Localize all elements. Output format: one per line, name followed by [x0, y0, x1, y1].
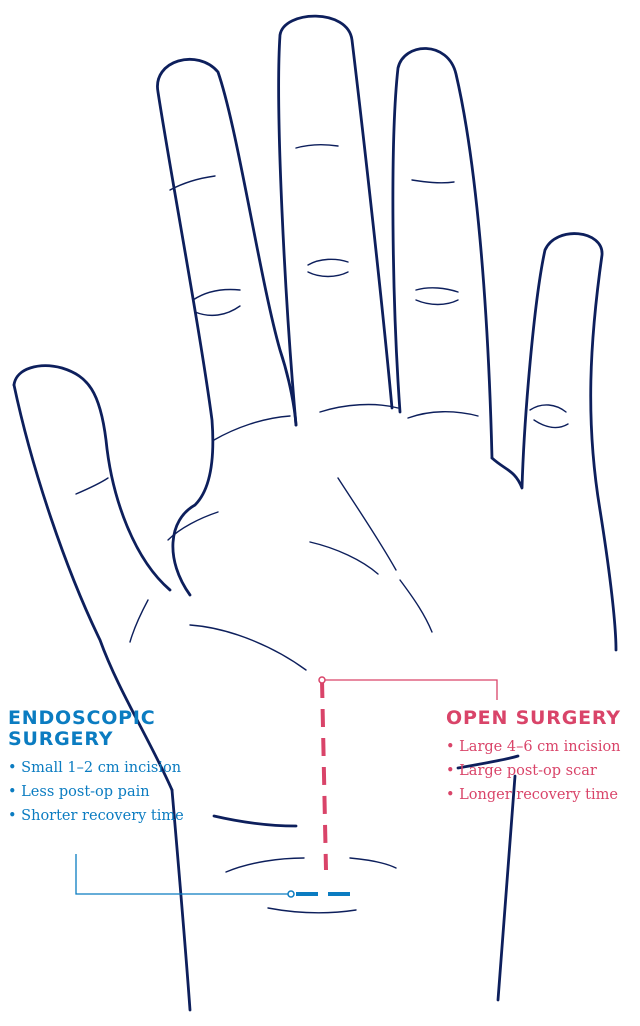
open-incision: [322, 680, 326, 870]
open-incision-marker: [319, 677, 325, 683]
little-finger-outline: [492, 234, 616, 650]
ring-finger-outline: [393, 48, 492, 458]
list-item: Less post-op pain: [8, 780, 208, 804]
endoscopic-leader-line: [76, 854, 288, 894]
list-item: Small 1–2 cm incision: [8, 756, 208, 780]
endoscopic-incision-marker: [288, 891, 294, 897]
endoscopic-surgery-title: ENDOSCOPIC SURGERY: [8, 708, 178, 750]
endoscopic-benefits-list: Small 1–2 cm incision Less post-op pain …: [8, 756, 208, 828]
list-item: Shorter recovery time: [8, 804, 208, 828]
list-item: Large post-op scar: [446, 759, 640, 783]
middle-finger-outline: [279, 16, 392, 425]
endoscopic-surgery-panel: ENDOSCOPIC SURGERY Small 1–2 cm incision…: [8, 708, 208, 828]
left-wrist-cuff: [214, 816, 296, 826]
endoscopic-incision-callout: [76, 854, 355, 897]
right-wrist-edge: [498, 776, 515, 1000]
open-leader-line: [325, 680, 497, 700]
open-surgery-title: OPEN SURGERY: [446, 708, 640, 729]
open-surgery-panel: OPEN SURGERY Large 4–6 cm incision Large…: [446, 708, 640, 807]
list-item: Large 4–6 cm incision: [446, 735, 640, 759]
hand-outline: [14, 16, 616, 1010]
open-surgery-list: Large 4–6 cm incision Large post-op scar…: [446, 735, 640, 807]
list-item: Longer recovery time: [446, 783, 640, 807]
index-finger-outline: [157, 59, 296, 595]
